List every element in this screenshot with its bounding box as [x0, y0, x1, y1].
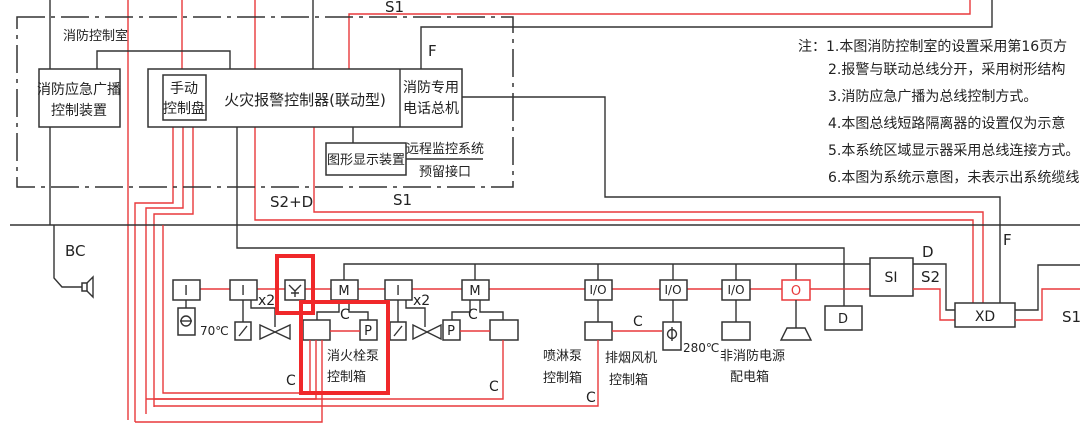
highlight-hydrant-pump: [299, 300, 390, 395]
svg-text:C: C: [286, 373, 296, 389]
svg-text:控制装置: 控制装置: [51, 103, 107, 119]
smoke-fan-box: [584, 321, 613, 341]
phone-host-label: 消防专用: [403, 80, 459, 96]
svg-text:3.消防应急广播为总线控制方式。: 3.消防应急广播为总线控制方式。: [828, 88, 1037, 105]
svg-text:S2: S2: [921, 268, 940, 286]
label-f: F: [428, 42, 437, 60]
svg-text:O: O: [791, 284, 801, 299]
smoke-fan-label: 排烟风机: [605, 351, 657, 366]
output-module: O: [779, 279, 813, 341]
valve-icon: [412, 323, 442, 341]
sprinkler-pump-box: [489, 319, 519, 341]
short-circuit-isolator: SI D S2: [869, 243, 955, 321]
svg-text:P: P: [447, 324, 455, 339]
sprinkler-pump-label: 喷淋泵: [543, 349, 582, 364]
svg-text:控制箱: 控制箱: [609, 372, 648, 388]
svg-text:280℃: 280℃: [683, 341, 719, 355]
broadcast-controller: 消防应急广播 控制装置: [37, 68, 121, 128]
svg-text:C: C: [586, 390, 596, 406]
svg-text:x2: x2: [258, 293, 275, 309]
svg-text:C: C: [633, 314, 643, 330]
label-s1: S1: [393, 191, 412, 209]
speaker: [53, 225, 94, 299]
svg-text:4.本图总线短路隔离器的设置仅为示意: 4.本图总线短路隔离器的设置仅为示意: [828, 115, 1065, 132]
svg-text:x2: x2: [413, 293, 430, 309]
label-top-s1: S1: [385, 0, 404, 16]
svg-text:6.本图为系统示意图，未表示出系统缆线: 6.本图为系统示意图，未表示出系统缆线: [828, 169, 1079, 186]
svg-text:I/O: I/O: [664, 283, 681, 297]
svg-text:5.本系统区域显示器采用总线连接方式。: 5.本系统区域显示器采用总线连接方式。: [828, 142, 1079, 159]
svg-text:I/O: I/O: [727, 283, 744, 297]
io-module-2: I/O 280℃: [659, 279, 719, 355]
control-room-label: 消防控制室: [63, 28, 128, 44]
fire-alarm-controller: 手动 控制盘 火灾报警控制器(联动型) 消防专用 电话总机: [147, 68, 463, 128]
svg-text:I: I: [184, 284, 188, 299]
svg-text:S1: S1: [1062, 308, 1080, 326]
label-s2d: S2+D: [270, 193, 313, 211]
svg-text:控制盘: 控制盘: [163, 100, 205, 117]
power-box: [721, 321, 751, 341]
svg-text:控制箱: 控制箱: [543, 370, 582, 386]
svg-text:SI: SI: [884, 270, 897, 286]
area-display: XD F S1: [954, 231, 1080, 328]
graphic-display: 图形显示装置 远程监控系统 预留接口: [325, 142, 484, 180]
valve-icon: [259, 323, 291, 341]
svg-text:M: M: [469, 284, 480, 299]
svg-text:F: F: [1003, 231, 1012, 249]
io-module-3: I/O 非消防电源 配电箱: [720, 279, 785, 385]
control-room-boundary: [16, 16, 514, 188]
manual-alarm-button: [284, 279, 306, 301]
label-bc: BC: [65, 242, 86, 260]
controller-label: 火灾报警控制器(联动型): [224, 91, 386, 109]
svg-text:注：1.本图消防控制室的设置采用第16页方: 注：1.本图消防控制室的设置采用第16页方: [798, 38, 1067, 55]
input-module-1: I 70℃: [172, 279, 229, 338]
monitor-module-2: M P C C 喷淋泵 控制箱: [154, 279, 582, 400]
svg-text:C: C: [489, 379, 499, 395]
svg-text:配电箱: 配电箱: [730, 369, 769, 385]
svg-text:2.报警与联动总线分开，采用树形结构: 2.报警与联动总线分开，采用树形结构: [828, 62, 1065, 78]
black-bus: [343, 263, 870, 280]
svg-text:P: P: [364, 324, 372, 339]
input-module-2: I x2: [229, 279, 291, 341]
svg-text:M: M: [338, 284, 349, 299]
notes: 注：1.本图消防控制室的设置采用第16页方 2.报警与联动总线分开，采用树形结构…: [798, 38, 1079, 186]
non-fire-power-label: 非消防电源: [720, 348, 785, 364]
highlight-manual-alarm: [275, 254, 315, 315]
svg-text:70℃: 70℃: [200, 324, 229, 338]
svg-text:电话总机: 电话总机: [403, 101, 459, 117]
svg-text:C: C: [468, 307, 478, 323]
svg-text:图形显示装置: 图形显示装置: [327, 153, 405, 168]
top-wires: [10, 0, 1080, 422]
input-module-3: I x2: [384, 279, 442, 341]
io-module-1: I/O C C 排烟风机 控制箱: [154, 279, 662, 407]
svg-text:XD: XD: [975, 309, 995, 325]
svg-text:C: C: [340, 307, 350, 323]
svg-text:手动: 手动: [170, 81, 198, 97]
d-box: D: [824, 305, 863, 331]
svg-text:控制箱: 控制箱: [327, 369, 366, 385]
svg-text:D: D: [838, 312, 848, 327]
strobe-horn-icon: [779, 327, 813, 341]
hydrant-pump-box: [302, 319, 331, 341]
manual-control-panel: [162, 74, 207, 121]
svg-text:D: D: [922, 243, 934, 261]
reserved-port-label: 预留接口: [419, 164, 471, 180]
hydrant-pump-label: 消火栓泵: [327, 349, 379, 364]
svg-text:I: I: [396, 284, 400, 299]
svg-text:I/O: I/O: [589, 283, 606, 297]
svg-text:I: I: [241, 284, 245, 299]
monitor-module-1: M P C 消火栓泵 控制箱 C: [135, 225, 379, 423]
svg-text:消防应急广播: 消防应急广播: [37, 81, 121, 98]
remote-monitor-label: 远程监控系统: [406, 142, 484, 157]
